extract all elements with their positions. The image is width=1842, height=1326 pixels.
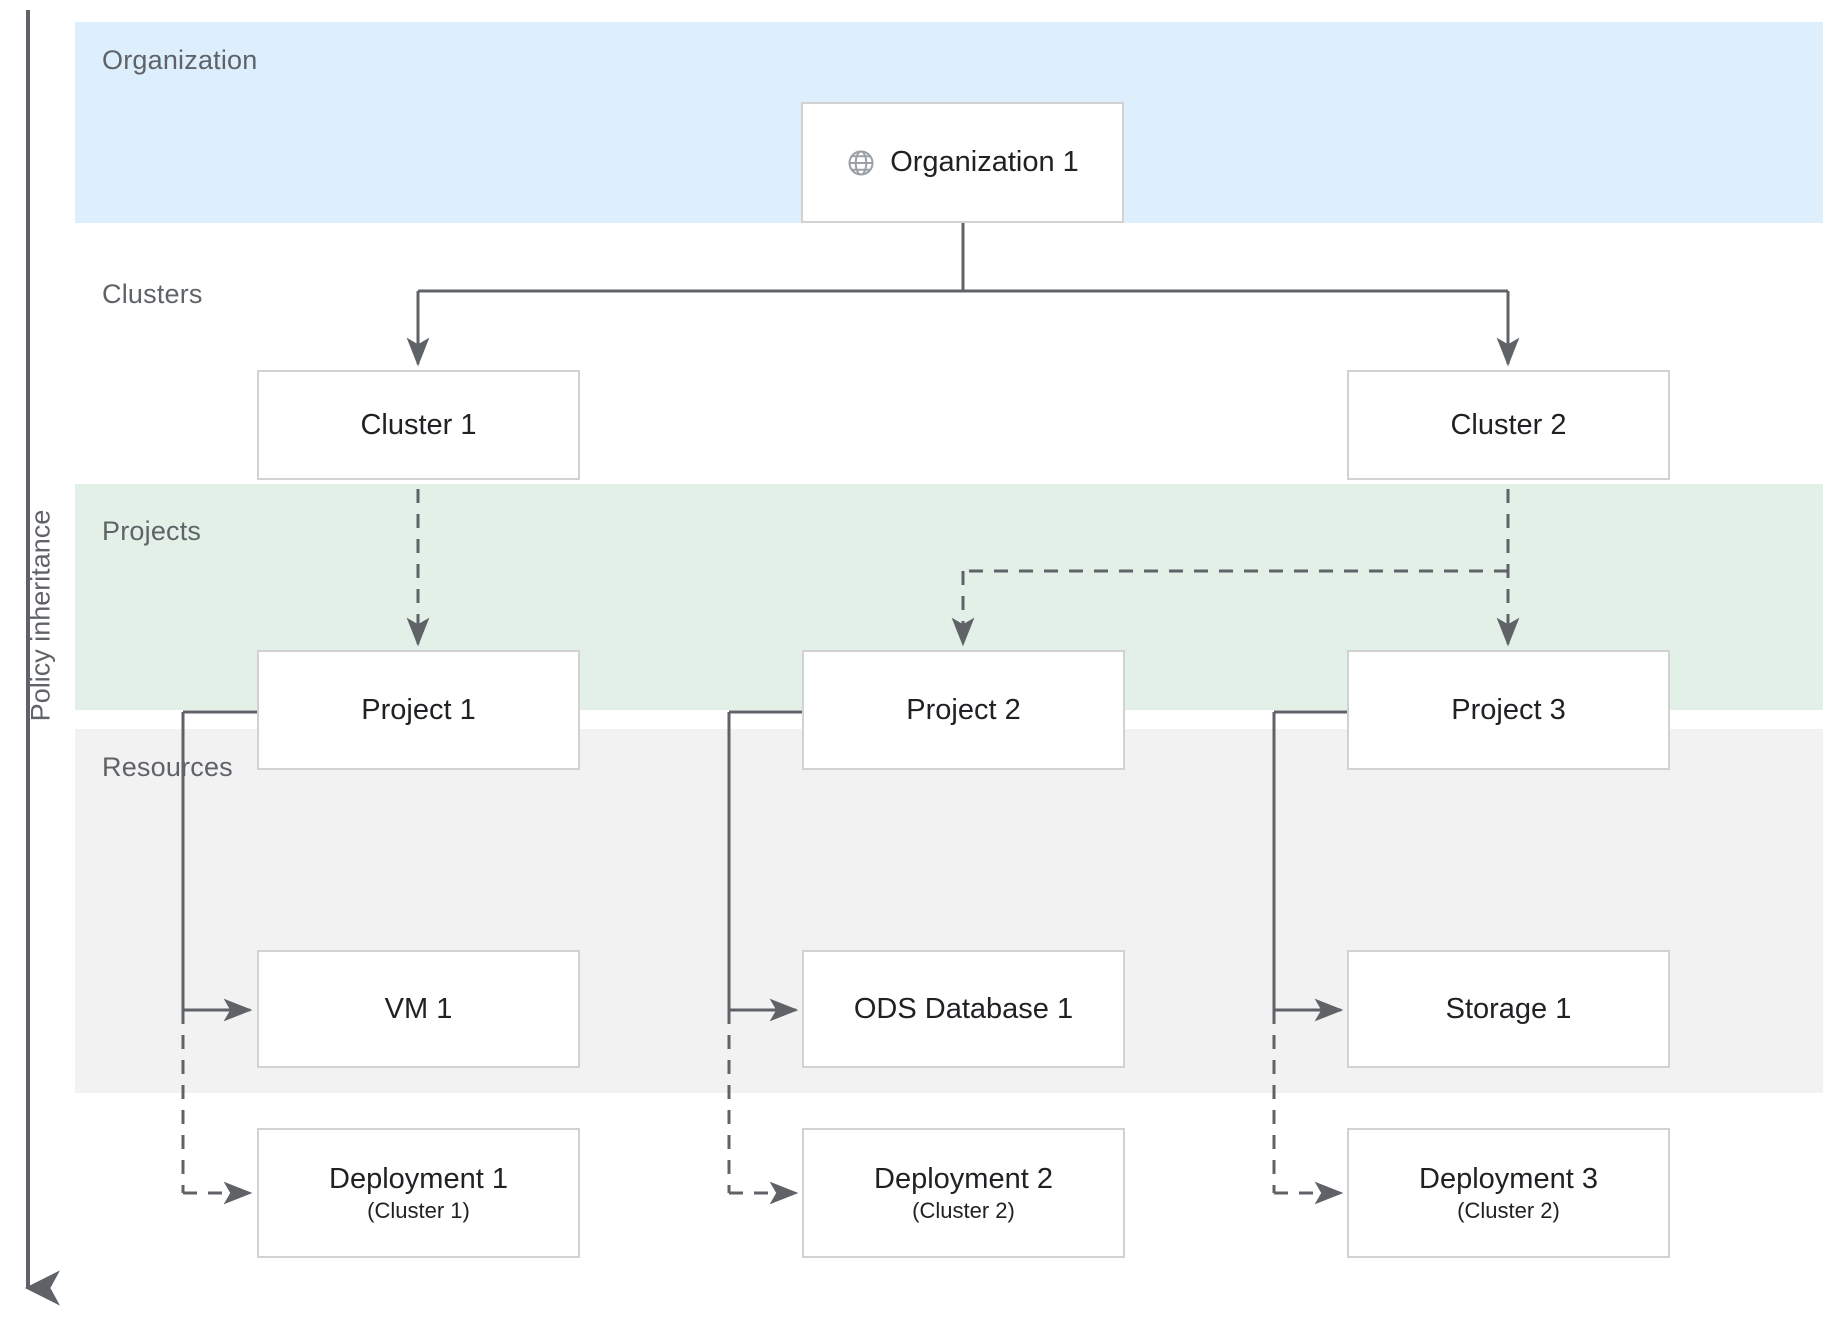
node-sublabel: (Cluster 2) [912, 1197, 1015, 1223]
node-label: Deployment 2 [874, 1163, 1053, 1196]
tier-label-clusters: Clusters [102, 279, 203, 309]
node-label: Organization 1 [890, 146, 1079, 179]
node-label: Project 2 [906, 693, 1021, 726]
node-deployment-3[interactable]: Deployment 3 (Cluster 2) [1347, 1128, 1670, 1258]
node-project-2[interactable]: Project 2 [802, 650, 1125, 770]
policy-inheritance-axis-group: Policy inheritance [0, 0, 75, 1326]
node-label: Project 1 [361, 693, 476, 726]
node-ods-database-1[interactable]: ODS Database 1 [802, 950, 1125, 1068]
node-label: Storage 1 [1445, 992, 1572, 1025]
tier-label-organization: Organization [102, 45, 258, 75]
node-label: Project 3 [1451, 693, 1566, 726]
node-sublabel: (Cluster 2) [1457, 1197, 1560, 1223]
node-label: Deployment 1 [329, 1163, 508, 1196]
node-project-3[interactable]: Project 3 [1347, 650, 1670, 770]
node-cluster-1[interactable]: Cluster 1 [257, 370, 580, 480]
node-label: Cluster 2 [1450, 408, 1567, 441]
node-sublabel: (Cluster 1) [367, 1197, 470, 1223]
node-project-1[interactable]: Project 1 [257, 650, 580, 770]
node-storage-1[interactable]: Storage 1 [1347, 950, 1670, 1068]
policy-inheritance-label: Policy inheritance [25, 509, 56, 722]
node-organization-1[interactable]: Organization 1 [801, 102, 1124, 223]
node-label: Deployment 3 [1419, 1163, 1598, 1196]
node-deployment-2[interactable]: Deployment 2 (Cluster 2) [802, 1128, 1125, 1258]
node-deployment-1[interactable]: Deployment 1 (Cluster 1) [257, 1128, 580, 1258]
tier-label-projects: Projects [102, 516, 202, 546]
tier-label-resources: Resources [102, 752, 233, 782]
node-cluster-2[interactable]: Cluster 2 [1347, 370, 1670, 480]
node-vm-1[interactable]: VM 1 [257, 950, 580, 1068]
node-label: Cluster 1 [360, 408, 477, 441]
globe-icon [846, 148, 876, 178]
node-label: ODS Database 1 [853, 992, 1074, 1025]
node-label: VM 1 [384, 992, 453, 1025]
